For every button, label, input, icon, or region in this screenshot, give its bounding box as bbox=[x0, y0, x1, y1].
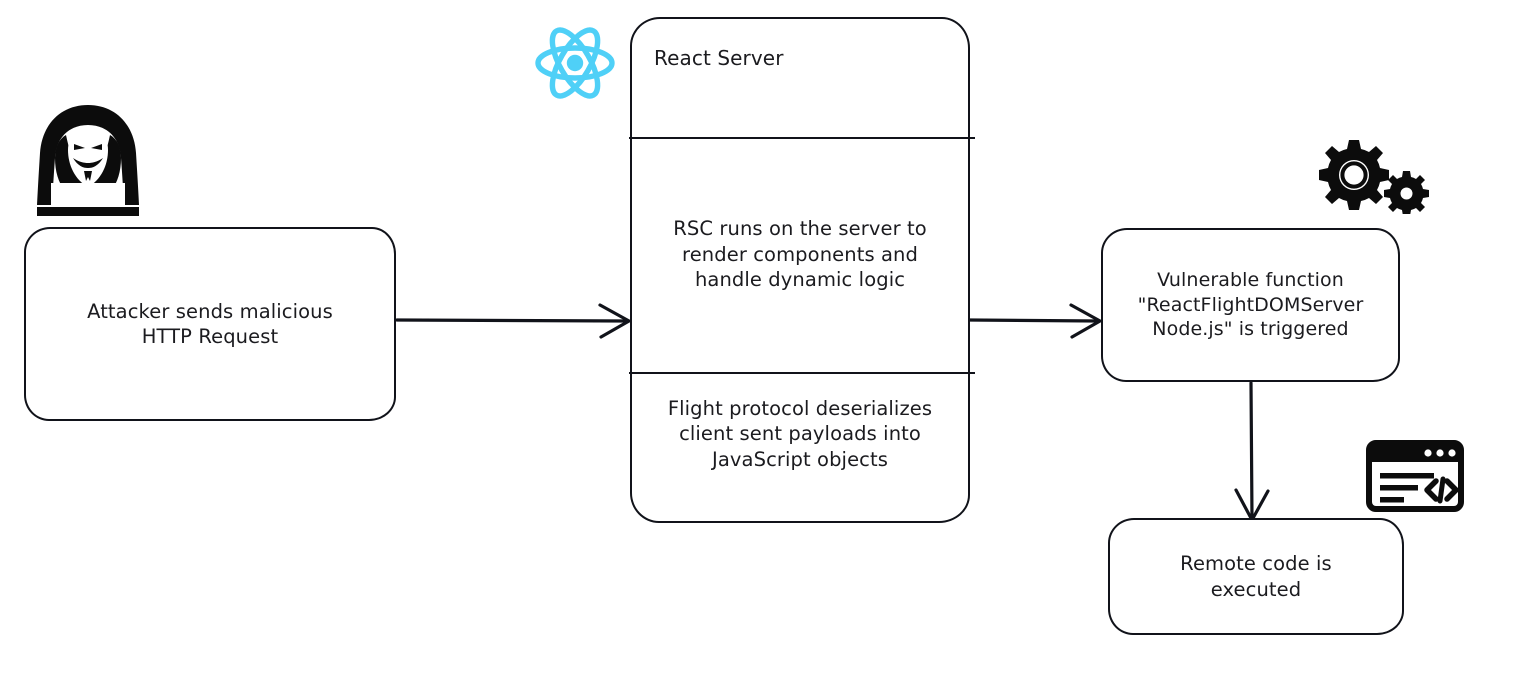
rsc-render-line-1: RSC runs on the server to bbox=[673, 217, 927, 241]
section-divider-top bbox=[629, 137, 976, 139]
rsc-render-line-2: render components and bbox=[682, 242, 918, 266]
attacker-request-node[interactable]: Attacker sends malicious HTTP Request bbox=[24, 227, 396, 421]
arrow-attacker-to-server bbox=[395, 303, 631, 339]
flight-protocol-line-3: JavaScript objects bbox=[712, 447, 888, 471]
remote-code-line-2: executed bbox=[1210, 577, 1302, 601]
vulnerable-line-3: Node.js" is triggered bbox=[1152, 318, 1349, 341]
small-gear-icon bbox=[1384, 171, 1429, 216]
arrow-server-to-vulnerable bbox=[967, 303, 1102, 339]
hacker-icon bbox=[18, 103, 158, 218]
section-divider-bottom bbox=[629, 372, 976, 374]
rsc-render-line-3: handle dynamic logic bbox=[694, 268, 906, 292]
react-logo-icon bbox=[533, 23, 617, 103]
vulnerable-function-node[interactable]: Vulnerable function "ReactFlightDOMServe… bbox=[1101, 228, 1400, 382]
react-server-title: React Server bbox=[654, 46, 784, 70]
react-server-section-flight-protocol: Flight protocol deserializes client sent… bbox=[632, 372, 968, 521]
code-window-icon bbox=[1366, 440, 1464, 512]
attacker-line-2: HTTP Request bbox=[141, 325, 279, 348]
flight-protocol-line-2: client sent payloads into bbox=[679, 422, 921, 446]
gears-icon bbox=[1310, 138, 1434, 216]
attacker-line-1: Attacker sends malicious bbox=[87, 299, 333, 323]
remote-code-node[interactable]: Remote code is executed bbox=[1108, 518, 1404, 635]
remote-code-line-1: Remote code is bbox=[1180, 552, 1332, 576]
react-server-header: React Server bbox=[632, 19, 968, 137]
react-server-section-rsc-render: RSC runs on the server to render compone… bbox=[632, 137, 968, 372]
vulnerable-line-2: "ReactFlightDOMServer bbox=[1137, 293, 1364, 316]
vulnerable-line-1: Vulnerable function bbox=[1157, 268, 1344, 291]
large-gear-icon bbox=[1319, 140, 1389, 210]
react-server-node[interactable]: React Server RSC runs on the server to r… bbox=[629, 17, 976, 523]
arrow-vulnerable-to-rce bbox=[1234, 381, 1270, 522]
flight-protocol-line-1: Flight protocol deserializes bbox=[667, 397, 933, 420]
